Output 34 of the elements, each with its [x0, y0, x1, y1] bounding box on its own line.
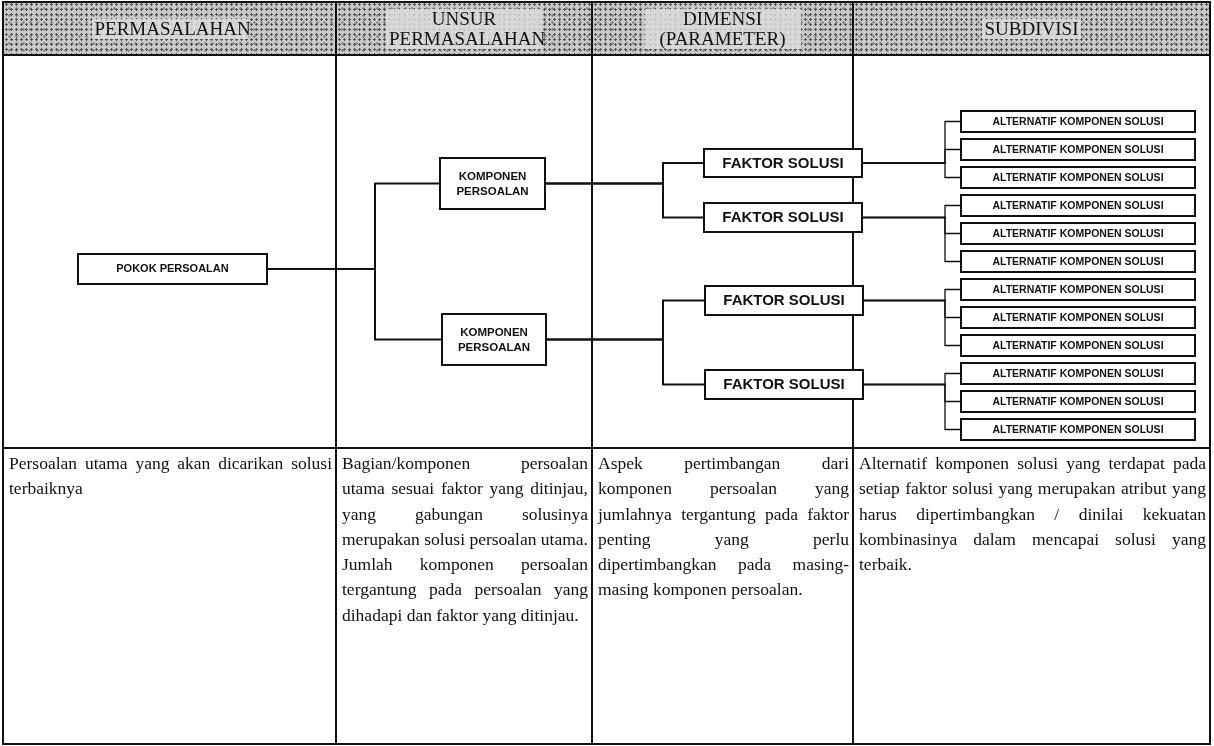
- connector-line: [863, 383, 961, 431]
- process-box: ALTERNATIF KOMPONEN SOLUSI: [960, 306, 1196, 329]
- process-box: ALTERNATIF KOMPONEN SOLUSI: [960, 194, 1196, 217]
- header-cell: SUBDIVISI: [854, 2, 1209, 55]
- process-box: ALTERNATIF KOMPONEN SOLUSI: [960, 362, 1196, 385]
- process-box: ALTERNATIF KOMPONEN SOLUSI: [960, 222, 1196, 245]
- process-box: KOMPONEN PERSOALAN: [441, 313, 547, 366]
- description-text: Alternatif komponen solusi yang terdapat pada setiap faktor solusi yang merupakan atribut yang harus dipertimbangkan / dinilai kekuatan kombinasinya dalam mencapai solusi yang terbaik.: [859, 452, 1206, 577]
- process-box: ALTERNATIF KOMPONEN SOLUSI: [960, 110, 1196, 133]
- header-cell: PERMASALAHAN: [4, 2, 335, 55]
- connector-line: [862, 216, 961, 263]
- header-cell: DIMENSI (PARAMETER): [593, 2, 852, 55]
- connector-line: [862, 162, 961, 179]
- process-box: POKOK PERSOALAN: [77, 253, 268, 285]
- connector-line: [545, 182, 704, 219]
- connector-line: [267, 268, 442, 341]
- description-text: Persoalan utama yang akan dicarikan solusi terbaiknya: [9, 452, 332, 501]
- process-box: ALTERNATIF KOMPONEN SOLUSI: [960, 278, 1196, 301]
- process-box: ALTERNATIF KOMPONEN SOLUSI: [960, 334, 1196, 357]
- header-cell: UNSUR PERMASALAHAN: [337, 2, 591, 55]
- process-box: FAKTOR SOLUSI: [703, 202, 863, 233]
- process-box: ALTERNATIF KOMPONEN SOLUSI: [960, 418, 1196, 441]
- process-box: FAKTOR SOLUSI: [703, 148, 863, 178]
- process-box: ALTERNATIF KOMPONEN SOLUSI: [960, 250, 1196, 273]
- process-box: ALTERNATIF KOMPONEN SOLUSI: [960, 138, 1196, 161]
- process-box: ALTERNATIF KOMPONEN SOLUSI: [960, 166, 1196, 189]
- connector-line: [546, 338, 705, 386]
- description-text: Aspek pertimbangan dari komponen persoalan yang jumlahnya tergantung pada faktor penting yang perlu dipertimbangkan pada masing-masing komponen persoalan.: [598, 452, 849, 602]
- process-box: FAKTOR SOLUSI: [704, 369, 864, 400]
- connector-line: [863, 299, 961, 347]
- process-box: KOMPONEN PERSOALAN: [439, 157, 546, 210]
- description-text: Bagian/komponen persoalan utama sesuai faktor yang ditinjau, yang gabungan solusinya merupakan solusi persoalan utama. Jumlah komponen persoalan tergantung pada persoalan yang dihadapi dan faktor yang ditinjau.: [342, 452, 588, 627]
- process-box: FAKTOR SOLUSI: [704, 285, 864, 316]
- process-box: ALTERNATIF KOMPONEN SOLUSI: [960, 390, 1196, 413]
